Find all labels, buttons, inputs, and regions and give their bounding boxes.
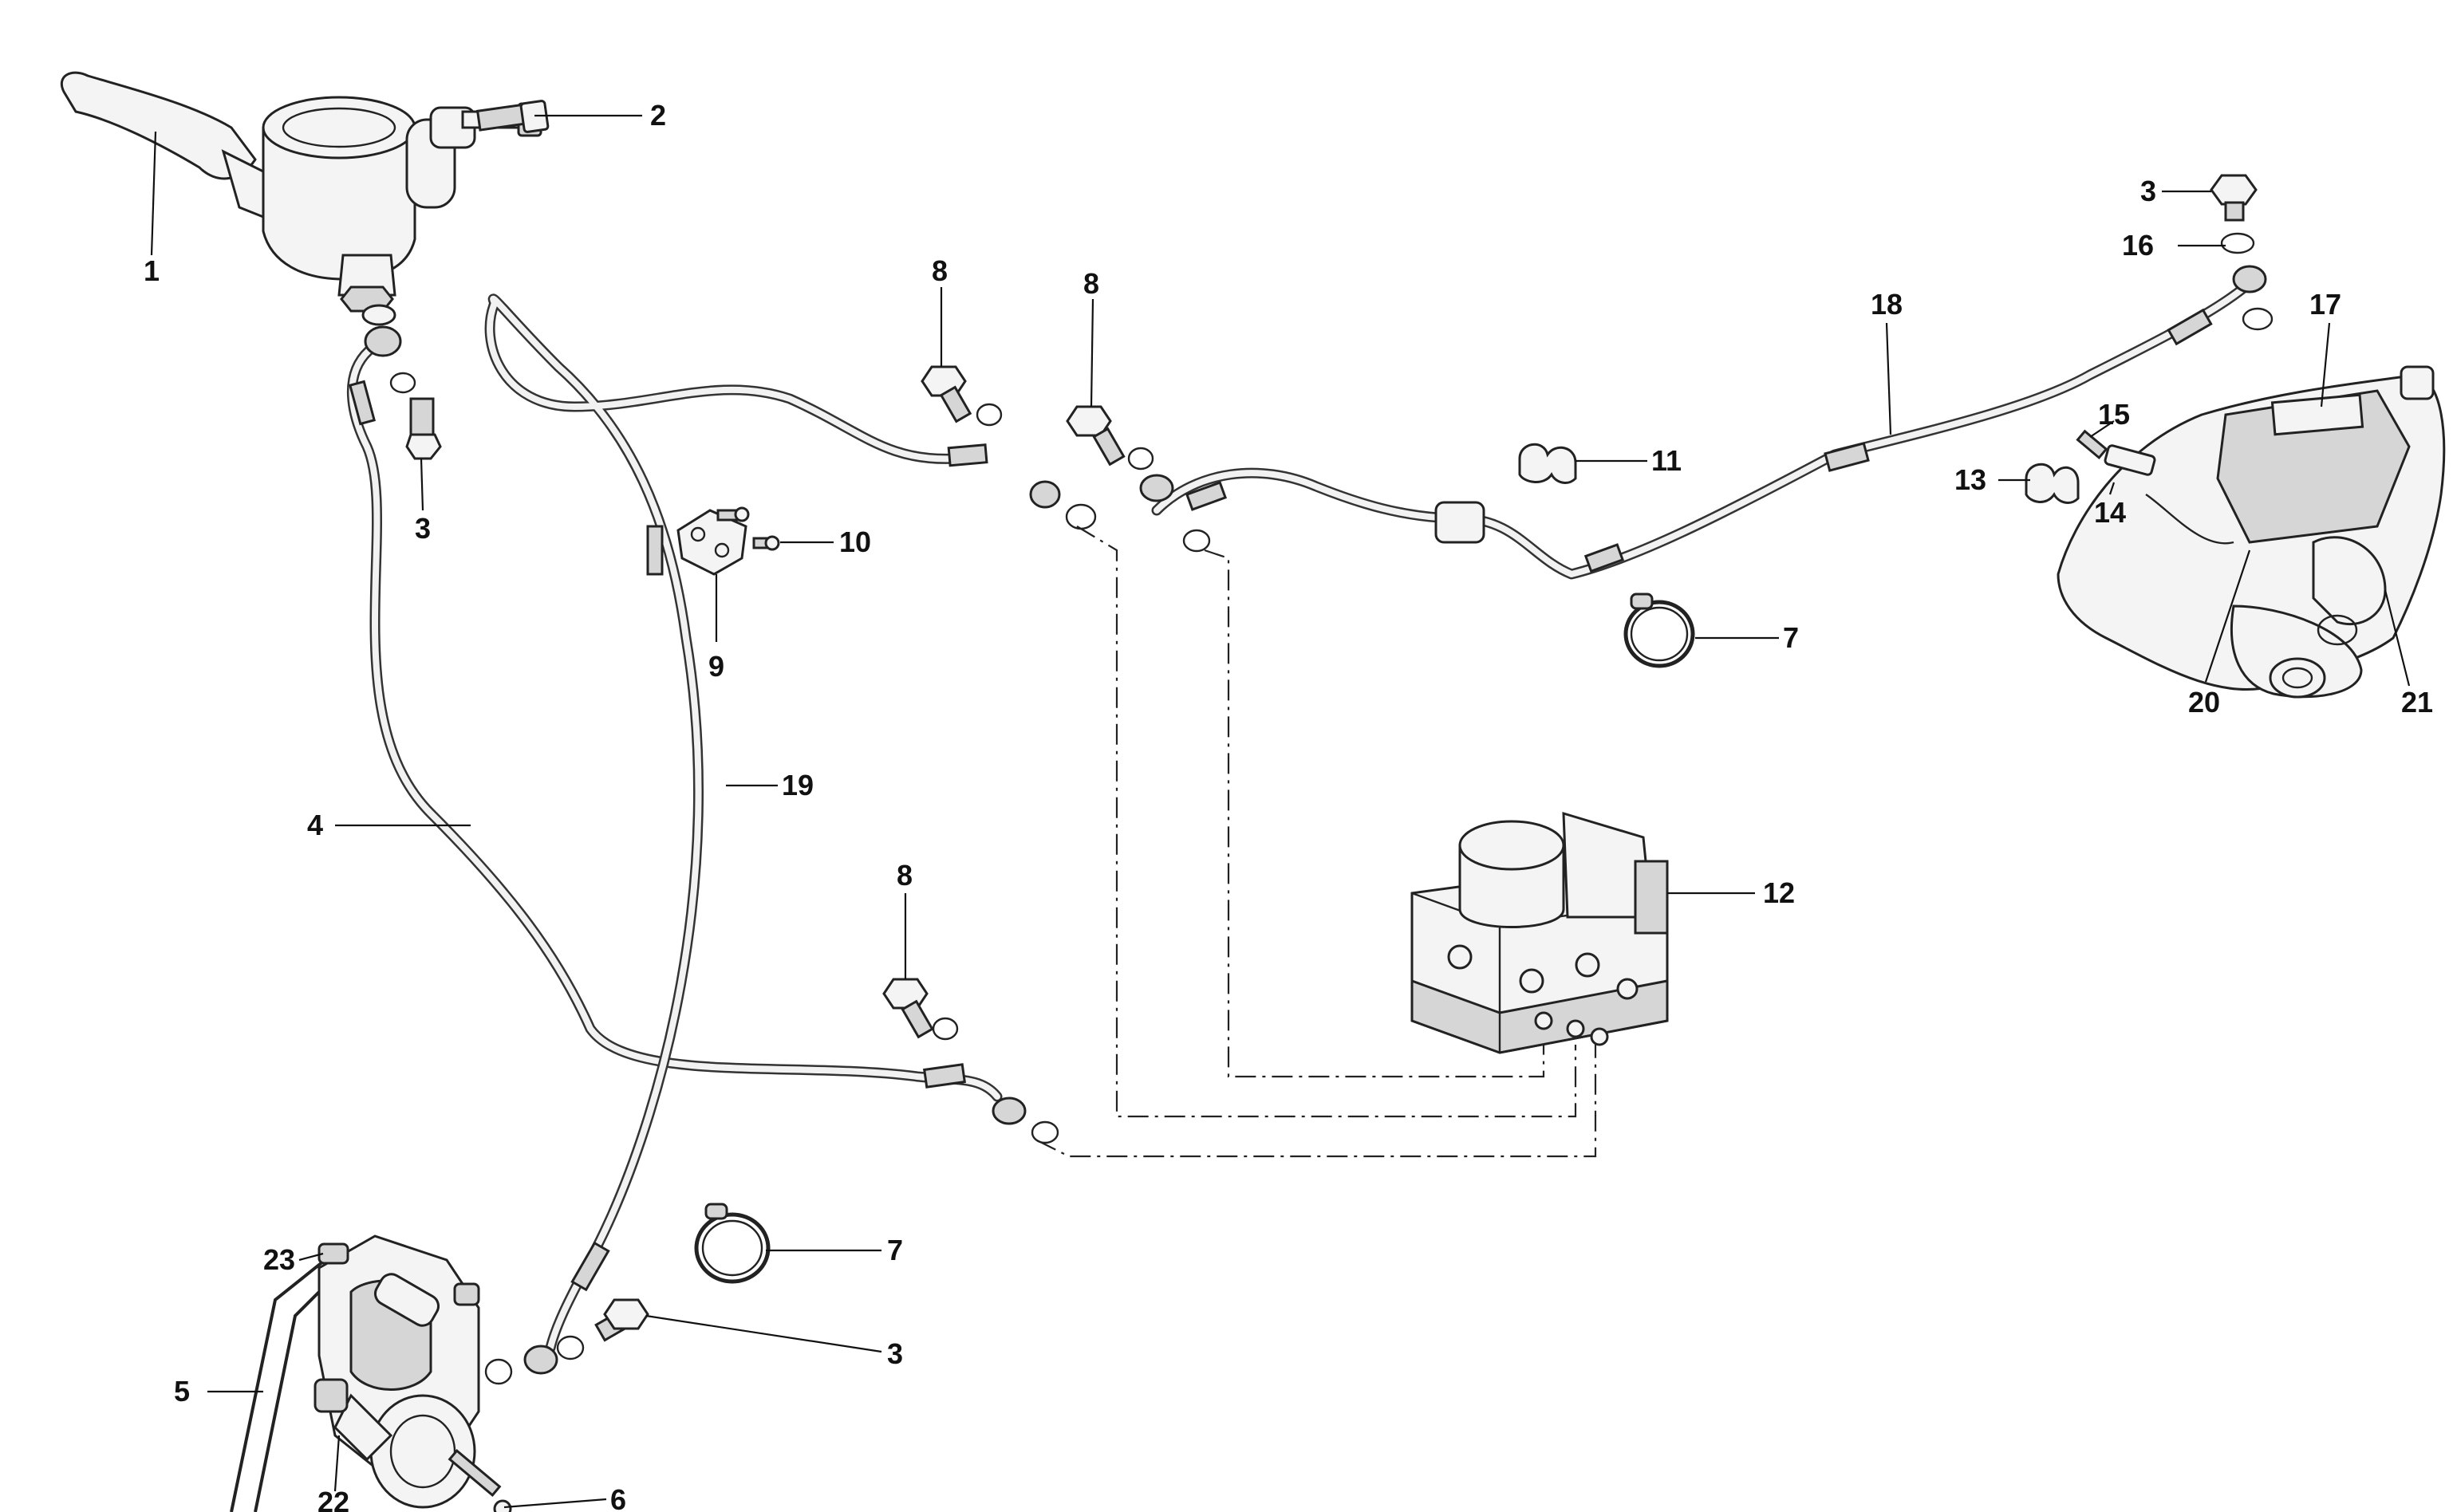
banjo-bolt-icon: [405, 433, 442, 460]
leader-lines: [150, 114, 2411, 1509]
sealing-washer-icon: [361, 304, 396, 326]
hose-clip-icon: [1518, 443, 1577, 484]
rear-brake-caliper-icon: [2057, 174, 2446, 699]
callout-15: 15: [2098, 398, 2130, 431]
hose-bracket-icon: [676, 506, 780, 576]
hose-19: [484, 293, 963, 1353]
callout-3-caliper: 3: [887, 1337, 903, 1370]
callout-20: 20: [2188, 686, 2220, 719]
hose-grommet: [1434, 501, 1485, 544]
callout-9: 9: [708, 650, 724, 683]
callout-17: 17: [2309, 288, 2341, 321]
callout-7-lower: 7: [887, 1234, 903, 1266]
hose-clip-icon: [2025, 463, 2080, 504]
connection-lines: [1036, 526, 1597, 1158]
callout-8-c: 8: [897, 859, 913, 892]
callout-21: 21: [2401, 686, 2433, 719]
front-brake-caliper-icon: [230, 1234, 649, 1512]
banjo-bolt-icon: [1066, 405, 1211, 553]
callout-7-upper: 7: [1783, 621, 1799, 654]
callout-12: 12: [1763, 876, 1795, 909]
callout-6: 6: [610, 1483, 626, 1512]
front-brake-master-cylinder-icon: [60, 71, 542, 460]
callout-8-a: 8: [932, 254, 948, 287]
abs-hydraulic-unit-icon: [1410, 811, 1669, 1054]
banjo-bolt-icon: [603, 1298, 649, 1330]
callout-16: 16: [2122, 229, 2154, 262]
callout-8-b: 8: [1083, 267, 1099, 300]
callout-18: 18: [1871, 288, 1903, 321]
callout-10: 10: [839, 526, 871, 558]
callout-19: 19: [782, 769, 814, 801]
brake-hoses: [347, 278, 2255, 1353]
banjo-bolt-icon: [921, 365, 1097, 530]
hose-clamp-icon: [1623, 593, 1695, 668]
callout-14: 14: [2094, 496, 2126, 529]
callout-3-rear: 3: [2140, 175, 2156, 207]
sealing-washer-icon: [2220, 232, 2255, 254]
callout-23: 23: [263, 1243, 295, 1276]
banjo-bolt-icon: [2210, 174, 2258, 206]
callout-2: 2: [650, 99, 666, 132]
callout-13: 13: [1954, 463, 1986, 496]
callout-4: 4: [307, 809, 323, 841]
sealing-washer-icon: [2242, 307, 2274, 331]
callout-1: 1: [144, 254, 160, 287]
callout-11: 11: [1651, 444, 1682, 477]
callout-22: 22: [317, 1486, 349, 1512]
hose-clamp-icon: [694, 1203, 771, 1284]
callout-5: 5: [174, 1375, 190, 1408]
banjo-bolt-icon: [882, 978, 1059, 1144]
callout-3-master: 3: [415, 512, 431, 545]
